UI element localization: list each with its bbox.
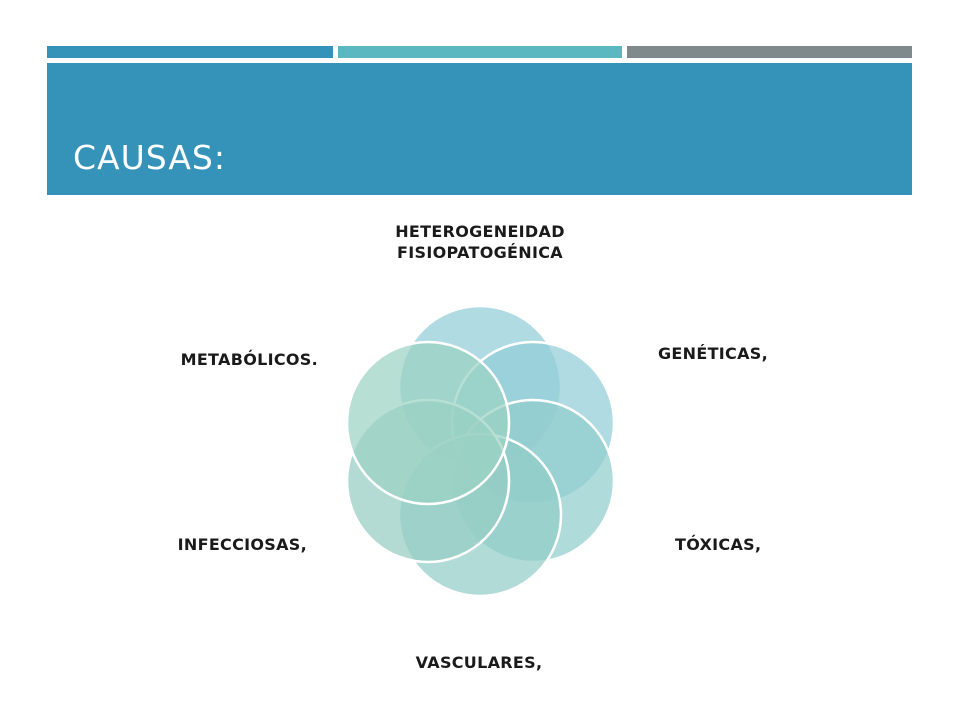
- title-band: CAUSAS:: [47, 63, 912, 195]
- circle-upper-left: [345, 340, 511, 506]
- slide-title: CAUSAS:: [73, 138, 226, 177]
- accent-bar-gray: [627, 46, 912, 58]
- center-label-line-2: FISIOPATOGÉNICA: [397, 243, 563, 262]
- accent-bar-teal: [338, 46, 622, 58]
- accent-bar-blue: [47, 46, 333, 58]
- label-geneticas: GENÉTICAS,: [658, 344, 768, 363]
- center-label: HETEROGENEIDAD FISIOPATOGÉNICA: [395, 221, 565, 263]
- label-metabolicos: METABÓLICOS.: [180, 350, 318, 369]
- label-toxicas: TÓXICAS,: [675, 535, 762, 554]
- center-label-line-1: HETEROGENEIDAD: [395, 222, 565, 241]
- label-infecciosas: INFECCIOSAS,: [177, 535, 307, 554]
- label-vasculares: VASCULARES,: [415, 653, 543, 672]
